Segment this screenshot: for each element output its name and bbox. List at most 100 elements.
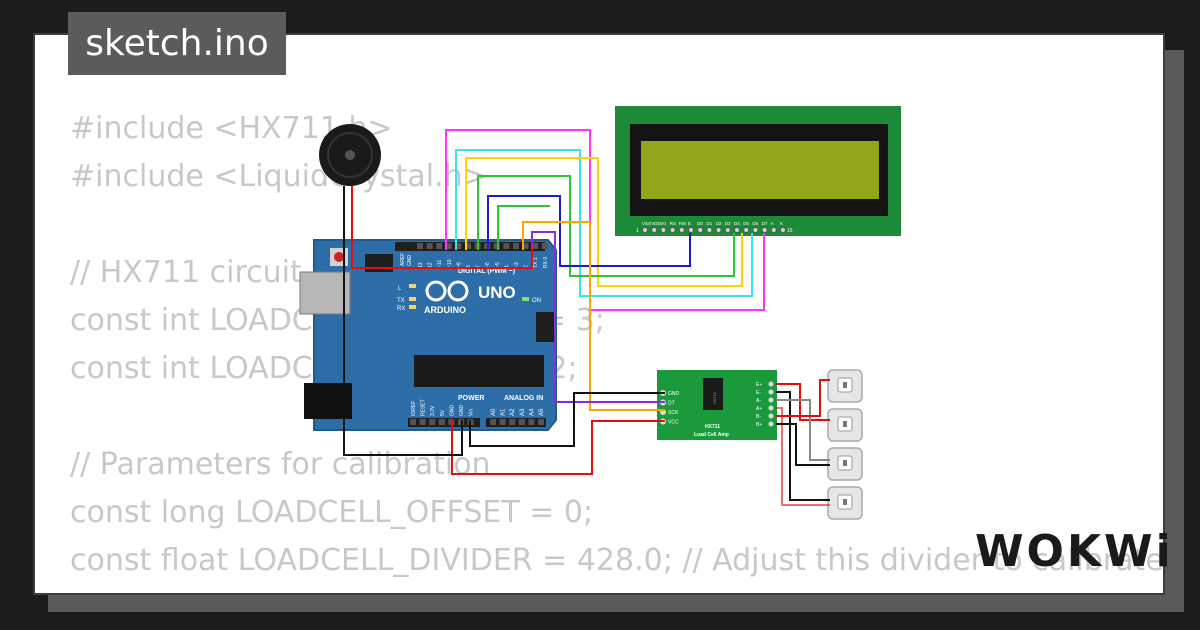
power-pin-label: GND (459, 405, 465, 417)
lcd-pin-label: E (688, 221, 691, 226)
lcd-pin-label: D7 (762, 221, 768, 226)
lcd-pin-label: D5 (743, 221, 749, 226)
digital-pin[interactable] (522, 243, 529, 249)
file-tab[interactable]: sketch.ino (68, 12, 286, 75)
digital-label: DIGITAL (PWM ~) (458, 268, 515, 275)
analog-pin[interactable] (499, 419, 506, 425)
power-pin-label: GND (449, 405, 455, 417)
code-line: const long LOADCELL_OFFSET = 0; (70, 495, 594, 530)
digital-pin-label: 7 (476, 265, 482, 268)
analog-pin[interactable] (509, 419, 516, 425)
digital-pin[interactable] (493, 243, 500, 249)
hx711-pin-label: A- (756, 398, 761, 404)
lcd-pin[interactable] (770, 227, 777, 233)
load-cells[interactable] (827, 369, 863, 520)
hx711-pin-label: VCC (668, 420, 679, 426)
power-pin[interactable] (429, 419, 436, 425)
lcd-pin[interactable] (642, 227, 648, 233)
board-model: UNO (478, 283, 516, 302)
digital-pin-label: ~11 (437, 260, 443, 268)
lcd-pin[interactable] (706, 227, 713, 233)
digital-pin-label: ~6 (485, 262, 491, 268)
digital-pin-label: 2 (524, 265, 530, 268)
hx711-pin-label: GND (668, 391, 680, 397)
hx711-pin[interactable] (768, 405, 774, 411)
hx711-chip-label: HX711 (712, 391, 717, 404)
lcd-screen (641, 141, 879, 199)
analog-pin-label: A0 (491, 408, 497, 416)
lcd-pin[interactable] (724, 227, 731, 233)
analog-pin[interactable] (538, 419, 544, 425)
digital-pin[interactable] (541, 243, 548, 249)
hx711-pin[interactable] (768, 397, 774, 403)
digital-pin-label: ~3 (514, 262, 520, 268)
digital-pin-label: 8 (466, 265, 472, 268)
lcd-first-pin: 1 (636, 228, 639, 234)
lcd-pin[interactable] (678, 227, 685, 233)
power-pin-label: RESET (421, 399, 427, 416)
hx711-title: HX711 (705, 424, 720, 430)
hx711-pin-label: E+ (756, 382, 762, 388)
power-pin[interactable] (410, 419, 416, 425)
hx711-pin[interactable] (768, 389, 774, 395)
digital-pin[interactable] (417, 243, 423, 249)
lcd-pin-label: A (771, 221, 774, 226)
lcd-pin[interactable] (651, 227, 658, 233)
hx711-pin-label: DT (668, 401, 675, 407)
digital-pin[interactable] (465, 243, 471, 249)
lcd-pin[interactable] (761, 227, 768, 233)
arduino-logo-icon (425, 280, 447, 302)
code-line: const float LOADCELL_DIVIDER = 428.0; //… (70, 543, 1164, 578)
hx711-pin[interactable] (768, 421, 774, 427)
analog-pin[interactable] (528, 419, 535, 425)
buzzer[interactable] (319, 124, 381, 186)
digital-pin[interactable] (436, 243, 443, 249)
lcd-pin-label: D0 (697, 221, 703, 226)
analog-pin-label: A2 (510, 408, 516, 416)
analog-pin-label: A5 (539, 408, 545, 416)
digital-pin[interactable] (455, 243, 462, 249)
lcd-pin[interactable] (752, 227, 759, 233)
lcd-pin[interactable] (715, 227, 722, 233)
led-rx-label: RX (397, 306, 405, 312)
lcd-pin[interactable] (688, 227, 694, 233)
power-pin[interactable] (419, 419, 426, 425)
atmega-chip (414, 355, 544, 387)
power-label: POWER (458, 395, 484, 402)
digital-pin-label: TX 1 (533, 257, 539, 268)
hx711-pin-label: E- (756, 390, 761, 396)
power-pin[interactable] (438, 419, 445, 425)
lcd-pin[interactable] (660, 227, 667, 233)
lcd-pin-label: D4 (734, 221, 740, 226)
hx711-pin[interactable] (768, 381, 774, 387)
lcd-pin[interactable] (669, 227, 676, 233)
lcd-pin[interactable] (780, 227, 786, 233)
analog-pin-label: A1 (501, 408, 507, 416)
digital-pin[interactable] (532, 243, 539, 249)
power-pin-label: 5V (440, 409, 446, 416)
lcd-pin-label: D2 (716, 221, 722, 226)
digital-pin[interactable] (513, 243, 519, 249)
analog-pin[interactable] (490, 419, 496, 425)
gnd-label: GND (407, 255, 413, 267)
power-pin-label: Vin (469, 409, 475, 416)
hx711-pin-label: SCK (668, 410, 679, 416)
hx711-pin[interactable] (768, 413, 774, 419)
digital-pin-label: 13 (418, 262, 424, 268)
lcd-pin-label: D1 (706, 221, 712, 226)
digital-pin[interactable] (503, 243, 510, 249)
led-l-label: L (398, 286, 402, 292)
lcd-pin-label: K (780, 221, 783, 226)
digital-pin[interactable] (426, 243, 433, 249)
analog-pin[interactable] (518, 419, 525, 425)
digital-pin[interactable] (445, 243, 452, 249)
lcd-pin[interactable] (743, 227, 750, 233)
digital-pin-label: ~9 (456, 262, 462, 268)
lcd-pin[interactable] (697, 227, 704, 233)
lcd-pin[interactable] (734, 227, 740, 233)
